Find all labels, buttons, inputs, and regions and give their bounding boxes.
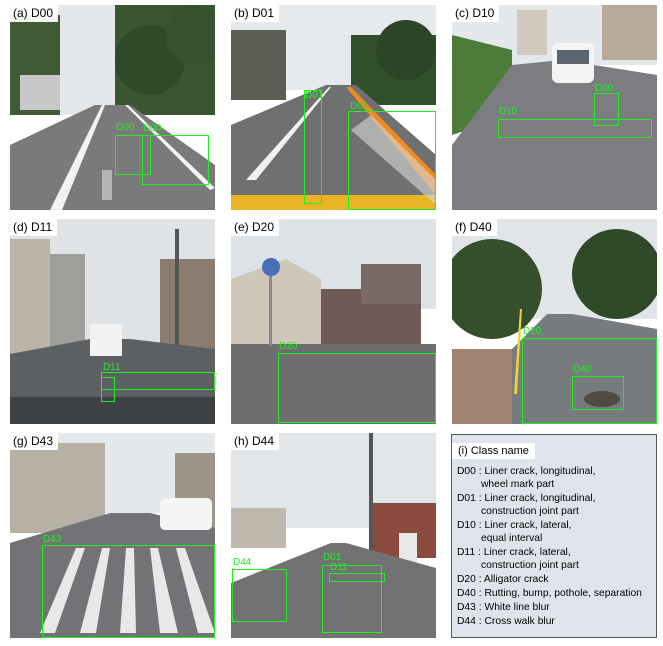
legend-desc-cont: construction joint part (481, 506, 579, 517)
bounding-box (232, 569, 287, 622)
bounding-box (304, 90, 322, 204)
box-label: D00 (143, 123, 162, 134)
legend-code: D01 (457, 493, 476, 504)
legend-item: D44 : Cross walk blur (457, 616, 555, 627)
legend-desc: Liner crack, longitudinal, (484, 493, 596, 504)
box-label: D01 (350, 101, 369, 112)
legend-item: D20 : Alligator crack (457, 574, 549, 585)
box-label: D00 (595, 83, 614, 94)
box-label: D44 (233, 557, 252, 568)
road-photo-f (452, 219, 657, 424)
legend-code: D10 (457, 520, 476, 531)
legend-code: D40 (457, 588, 476, 599)
panel-g: (g) D43 D43 (10, 433, 215, 638)
bounding-box (348, 111, 436, 210)
legend-title: (i) Class name (452, 443, 535, 459)
panel-label: (g) D43 (10, 433, 59, 450)
legend-list: D00 : Liner crack, longitudinal,wheel ma… (457, 465, 642, 629)
panel-label: (f) D40 (452, 219, 497, 236)
bounding-box (101, 377, 115, 402)
panel-f: (f) D40 D20 D40 (452, 219, 657, 424)
legend-desc: Alligator crack (483, 574, 549, 585)
legend-item: D10 : Liner crack, lateral,equal interva… (457, 519, 642, 545)
bounding-box (322, 565, 382, 633)
road-photo-g (10, 433, 215, 638)
bounding-box (594, 93, 619, 126)
panel-label: (d) D11 (10, 219, 58, 236)
box-label: D20 (279, 341, 298, 352)
legend-item: D00 : Liner crack, longitudinal,wheel ma… (457, 465, 642, 491)
box-label: D00 (116, 122, 135, 133)
legend-code: D11 (457, 547, 476, 558)
panel-a: (a) D00 D00 D00 (10, 5, 215, 210)
panel-h: (h) D44 D44 D01 D11 (231, 433, 436, 638)
panel-label: (a) D00 (10, 5, 59, 22)
bounding-box (329, 573, 385, 582)
legend-code: D20 (457, 574, 476, 585)
panel-label: (c) D10 (452, 5, 500, 22)
legend-desc: Liner crack, longitudinal, (484, 466, 596, 477)
legend-code: D43 (457, 602, 476, 613)
road-photo-d (10, 219, 215, 424)
bounding-box (572, 376, 624, 410)
box-label: D10 (499, 106, 518, 117)
road-photo-c (452, 5, 657, 210)
legend-code: D00 (457, 466, 476, 477)
legend-desc: Liner crack, lateral, (484, 520, 572, 531)
legend-desc-cont: equal interval (481, 533, 543, 544)
bounding-box (142, 135, 209, 185)
legend-item: D01 : Liner crack, longitudinal,construc… (457, 492, 642, 518)
legend-desc: Cross walk blur (484, 616, 555, 627)
bounding-box (522, 338, 657, 424)
legend-item: D11 : Liner crack, lateral,construction … (457, 546, 642, 572)
road-photo-h (231, 433, 436, 638)
panel-c: (c) D10 D00 D10 (452, 5, 657, 210)
road-photo-b (231, 5, 436, 210)
box-label: D40 (573, 364, 592, 375)
bounding-box (115, 135, 151, 175)
box-label: D43 (43, 534, 62, 545)
panel-b: (b) D01 D01 D01 (231, 5, 436, 210)
box-label: D01 (305, 90, 324, 101)
road-photo-e (231, 219, 436, 424)
box-label: D11 (330, 562, 348, 573)
bounding-box (42, 545, 215, 638)
legend-desc-cont: construction joint part (481, 560, 579, 571)
panel-label: (b) D01 (231, 5, 280, 22)
panel-label: (h) D44 (231, 433, 280, 450)
panel-d: (d) D11 D11 (10, 219, 215, 424)
box-label: D20 (523, 326, 542, 337)
box-label: D11 (103, 362, 121, 373)
legend-desc-cont: wheel mark part (481, 479, 555, 490)
legend-code: D44 (457, 616, 476, 627)
bounding-box (278, 353, 436, 423)
bounding-box (498, 119, 652, 138)
legend-desc: Rutting, bump, pothole, separation (484, 588, 642, 599)
legend-desc: White line blur (484, 602, 550, 613)
class-name-legend: (i) Class name D00 : Liner crack, longit… (451, 434, 657, 638)
panel-label: (e) D20 (231, 219, 280, 236)
legend-item: D40 : Rutting, bump, pothole, separation (457, 588, 642, 599)
road-photo-a (10, 5, 215, 210)
panel-e: (e) D20 D20 (231, 219, 436, 424)
bounding-box (101, 372, 215, 390)
box-label: D01 (323, 552, 342, 563)
legend-desc: Liner crack, lateral, (483, 547, 571, 558)
legend-item: D43 : White line blur (457, 602, 550, 613)
